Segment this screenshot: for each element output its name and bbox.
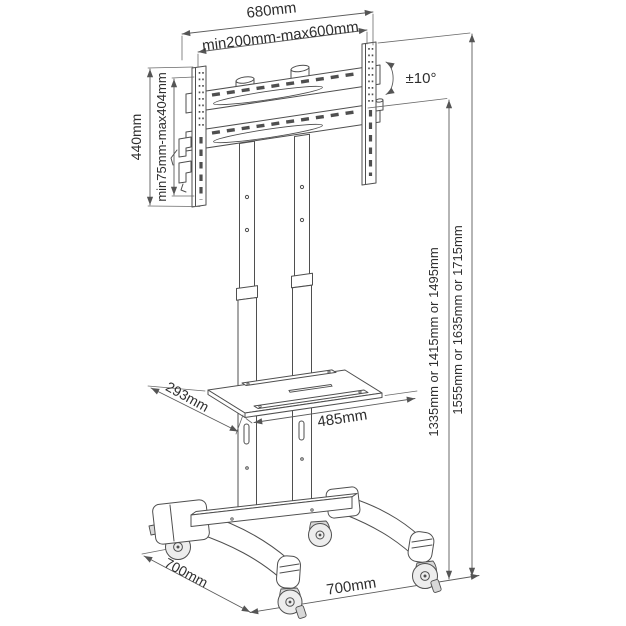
hook-upper [178,136,192,158]
crossbar-screw [310,508,314,512]
dim-label-vesa-height: min75mm-max404mm [154,72,169,201]
left-pole-hole [244,227,250,233]
tv-bracket-assembly [170,41,384,208]
dim-label-total-height: 1555mm or 1635mm or 1715mm [450,225,465,414]
brake-tab [430,579,442,593]
caster-hub [315,530,325,540]
right-pole-hole [299,217,305,223]
dim-label-center-height: 1335mm or 1415mm or 1495mm [426,247,441,436]
right-pole-hole [300,457,304,461]
dim-label-shelf-width: 485mm [316,406,368,430]
lower-rail-cutout [213,123,323,144]
vesa-height-extension-top [171,76,195,79]
right-pole-hole [299,184,305,190]
front-right-caster [407,531,442,593]
right-pole-collar [291,272,313,289]
brake-tab [295,605,307,619]
caster-hub [285,597,295,607]
upper-rail-cutout [213,85,323,106]
left-pole-cap-top [235,76,255,84]
right-pole-cap-top [290,64,310,73]
dim-label-tilt: ±10° [406,70,437,87]
cylinder-rib [279,569,300,574]
left-pole-collar [236,285,258,301]
shelf-screw [358,390,362,394]
cylinder-rib [411,544,433,549]
base-depth-extension [141,548,169,555]
bracket-height-extension-bottom [147,205,201,207]
caster-axle [288,600,292,604]
dim-label-vesa-width: min200mm-max600mm [201,18,359,54]
shelf-center-slot [288,384,333,393]
hook-lower [178,160,192,184]
caster-axle [423,574,427,578]
left-pole-slot [243,423,250,445]
tilt-arc [385,61,395,95]
left-pole-upper [239,140,255,290]
shelf-width-extension-left [245,418,253,424]
lower-rail-slots [211,109,359,135]
caster-hub [420,571,430,581]
shelf-width-extension-right [384,390,418,396]
left-pole-hole [244,194,250,200]
left-vesa-bracket [191,65,207,208]
dim-label-base-depth: 700mm [162,555,211,591]
total-height-extension [377,32,471,44]
rear-right-caster [308,520,332,547]
shelf-back-strip [241,369,337,386]
shelf-screw [246,382,250,386]
shelf-depth-dim-line [150,387,239,432]
hook-spring [180,183,187,193]
shelf-screw [327,370,331,374]
base-depth-dim-line [143,555,251,613]
dim-label-base-width: 700mm [325,574,377,598]
right-pole-upper [294,133,310,278]
center-height-extension [367,98,448,109]
cylinder-rib [411,538,433,543]
upper-rail-slots [211,71,359,97]
caster-axle [176,545,180,549]
cylinder-rib [279,563,300,568]
bracket-height-extension-top [147,66,194,69]
crossbar-screw [230,517,234,521]
left-pole-hole [245,466,249,470]
left-leg-block-seam [169,504,175,542]
rolling-base [148,486,442,619]
dim-label-shelf-depth: 293mm [163,378,212,415]
shelf-width-dim-line [253,396,416,425]
dim-label-bracket-height: 440mm [128,114,144,161]
tilt-knob-top [375,98,384,103]
front-left-caster [276,555,307,619]
caster-axle [318,533,322,537]
upright-poles [236,133,313,519]
dim-label-top-width: 680mm [246,0,298,22]
tv-hook-clamp [170,136,192,193]
vesa-width-dim-line [197,27,368,55]
